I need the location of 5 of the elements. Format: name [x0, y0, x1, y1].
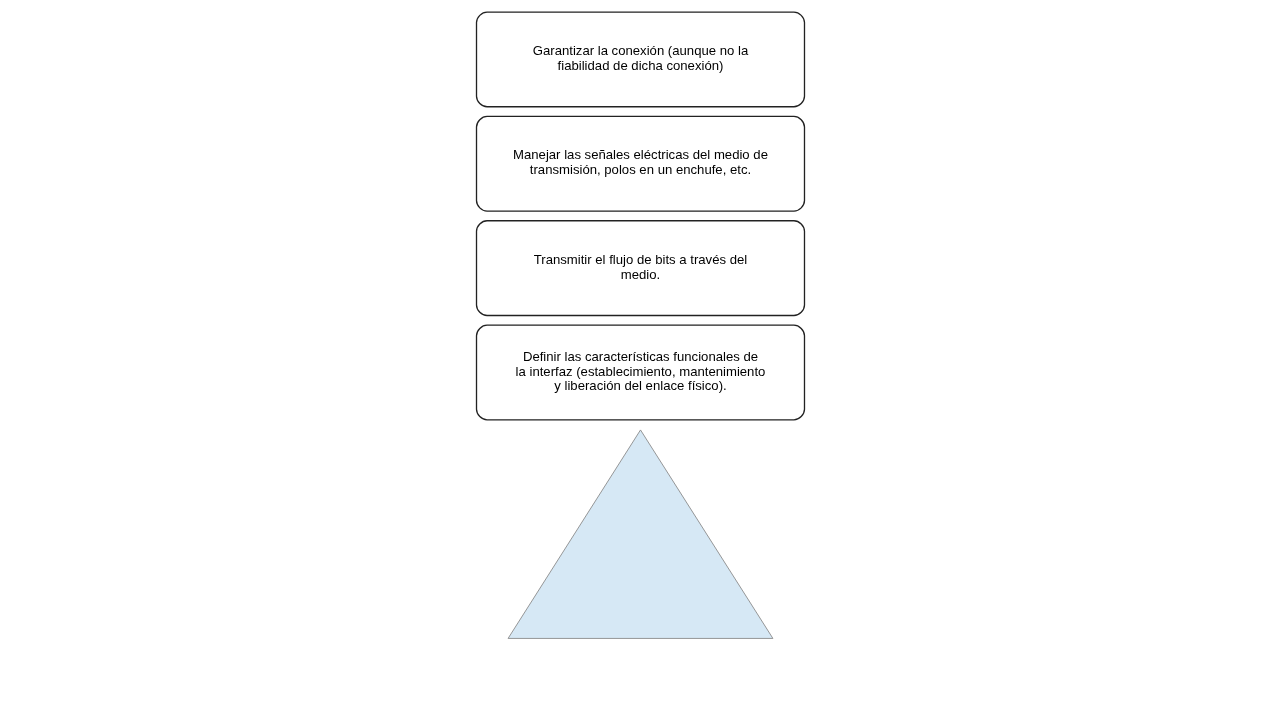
node-box: Transmitir el flujo de bits a través del medio.: [475, 220, 805, 317]
node-box: Garantizar la conexión (aunque no la fiabilidad de dicha conexión): [475, 11, 805, 108]
node-box: Definir las características funcionales de la interfaz (establecimiento, mantenimiento y liberación del enlace físico).: [475, 324, 805, 421]
node-picture: [507, 429, 773, 639]
node-box: Manejar las señales eléctricas del medio de transmisión, polos en un enchufe, etc.: [475, 115, 805, 212]
